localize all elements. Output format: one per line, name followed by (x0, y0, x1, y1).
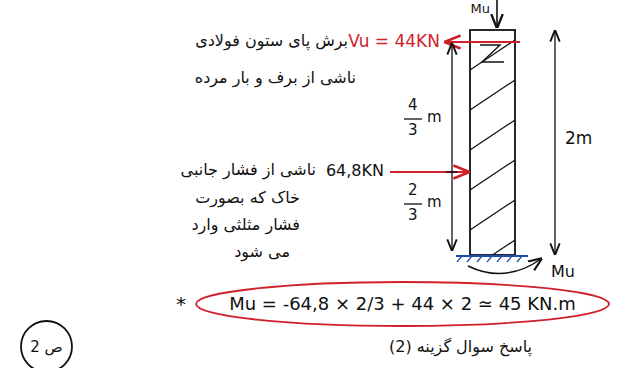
dimension-value: 2 (408, 181, 418, 199)
page-number: ص 2 (30, 338, 62, 356)
soil-force-arrow (390, 171, 468, 173)
note-text: ناشی از برف و بار مرده (195, 68, 356, 87)
dimension-tick (446, 171, 458, 172)
dimension-label: 2m (565, 128, 592, 148)
hatch-line (470, 40, 515, 70)
hatch-line (470, 80, 515, 110)
moment-label: Mu (471, 1, 490, 17)
steel-column (470, 30, 515, 255)
hatch-mark (480, 45, 504, 62)
dimension-value: 3 (408, 206, 418, 224)
hatch-line (470, 160, 515, 190)
support-hatch (457, 256, 522, 262)
outline-shape (196, 282, 609, 326)
dimension-line (554, 31, 555, 254)
dimension-unit: m (427, 108, 442, 126)
note-text: برش پای ستون فولادی (195, 31, 348, 50)
dimension-unit: m (427, 193, 442, 211)
dimension-value: 4 (408, 96, 418, 114)
column-hatch (470, 40, 515, 255)
hatch-line (470, 240, 515, 255)
hatch-line (470, 120, 515, 150)
moment-arrow (468, 259, 541, 274)
note-text: ناشی از فشار جانبی (181, 160, 316, 179)
shear-arrow (446, 41, 520, 43)
page-circle: ص 2 (20, 320, 73, 368)
outline-shape (21, 321, 72, 368)
asterisk-mark: * (176, 292, 186, 316)
fraction-bar (404, 118, 422, 119)
force-label: 64,8KN (326, 161, 384, 180)
hatch-line (470, 200, 515, 230)
shear-label: Vu = 44KN (348, 31, 440, 51)
dimension-value: 3 (408, 121, 418, 139)
load-arrow (496, 0, 498, 27)
fraction-bar (404, 203, 422, 204)
formula-ellipse: Mu = -64,8 × 2/3 + 44 × 2 ≃ 45 KN.m (195, 281, 610, 327)
dimension-line (451, 44, 452, 250)
note-text: فشار مثلثی وارد (191, 215, 300, 234)
answer-note: پاسخ سوال گزینه (2) (389, 337, 532, 356)
moment-label: Mu (551, 262, 575, 281)
formula-text: Mu = -64,8 × 2/3 + 44 × 2 ≃ 45 KN.m (229, 293, 576, 315)
note-text: می شود (234, 242, 290, 261)
note-text: خاک که بصورت (195, 188, 300, 207)
